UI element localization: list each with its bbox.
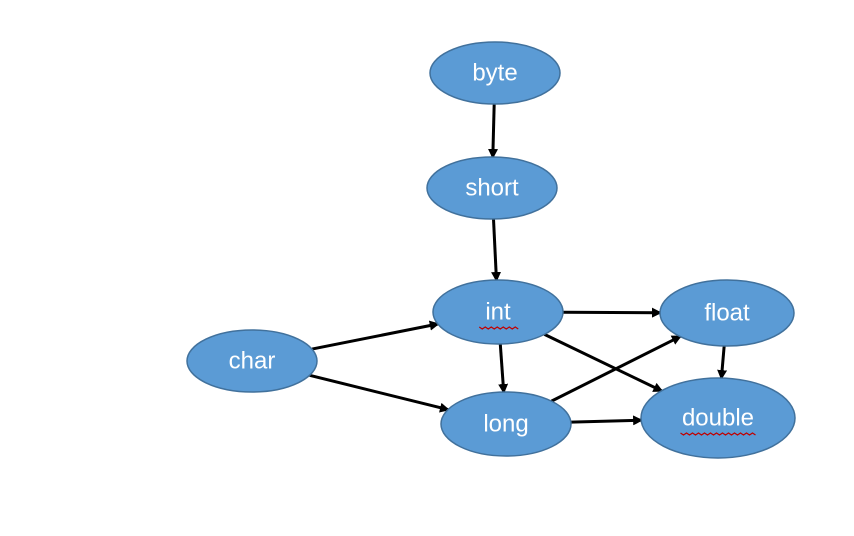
edge-char-to-int — [311, 320, 440, 351]
node-int-label: int — [485, 299, 511, 326]
node-double: double — [640, 377, 796, 459]
node-byte-shape — [429, 41, 561, 105]
node-float-shape — [659, 279, 795, 347]
node-double-shape — [640, 377, 796, 459]
node-byte-label: byte — [472, 60, 517, 87]
node-int: int — [432, 279, 564, 345]
node-float: float — [659, 279, 795, 347]
node-short: short — [426, 156, 558, 220]
edge-short-to-int — [491, 218, 502, 283]
node-float-label: float — [704, 300, 750, 327]
node-long-label: long — [483, 411, 528, 438]
node-char: char — [186, 329, 318, 393]
node-int-shape — [432, 279, 564, 345]
nodes-layer: byte short int char long float double — [186, 41, 796, 459]
node-short-shape — [426, 156, 558, 220]
edge-byte-to-short — [488, 103, 499, 160]
node-char-shape — [186, 329, 318, 393]
edge-int-to-double — [543, 333, 664, 393]
node-long-shape — [440, 391, 572, 457]
node-char-label: char — [229, 348, 276, 375]
edge-long-to-float — [550, 335, 682, 403]
spellcheck-underline — [680, 432, 756, 436]
node-byte: byte — [429, 41, 561, 105]
node-long: long — [440, 391, 572, 457]
node-double-label: double — [682, 405, 754, 432]
edge-int-to-long — [498, 343, 509, 395]
edge-long-to-double — [570, 415, 644, 426]
node-short-label: short — [465, 175, 519, 202]
edges-layer — [309, 103, 728, 426]
edge-char-to-long — [309, 373, 450, 413]
spellcheck-underline — [478, 326, 519, 330]
edge-float-to-double — [717, 345, 728, 381]
